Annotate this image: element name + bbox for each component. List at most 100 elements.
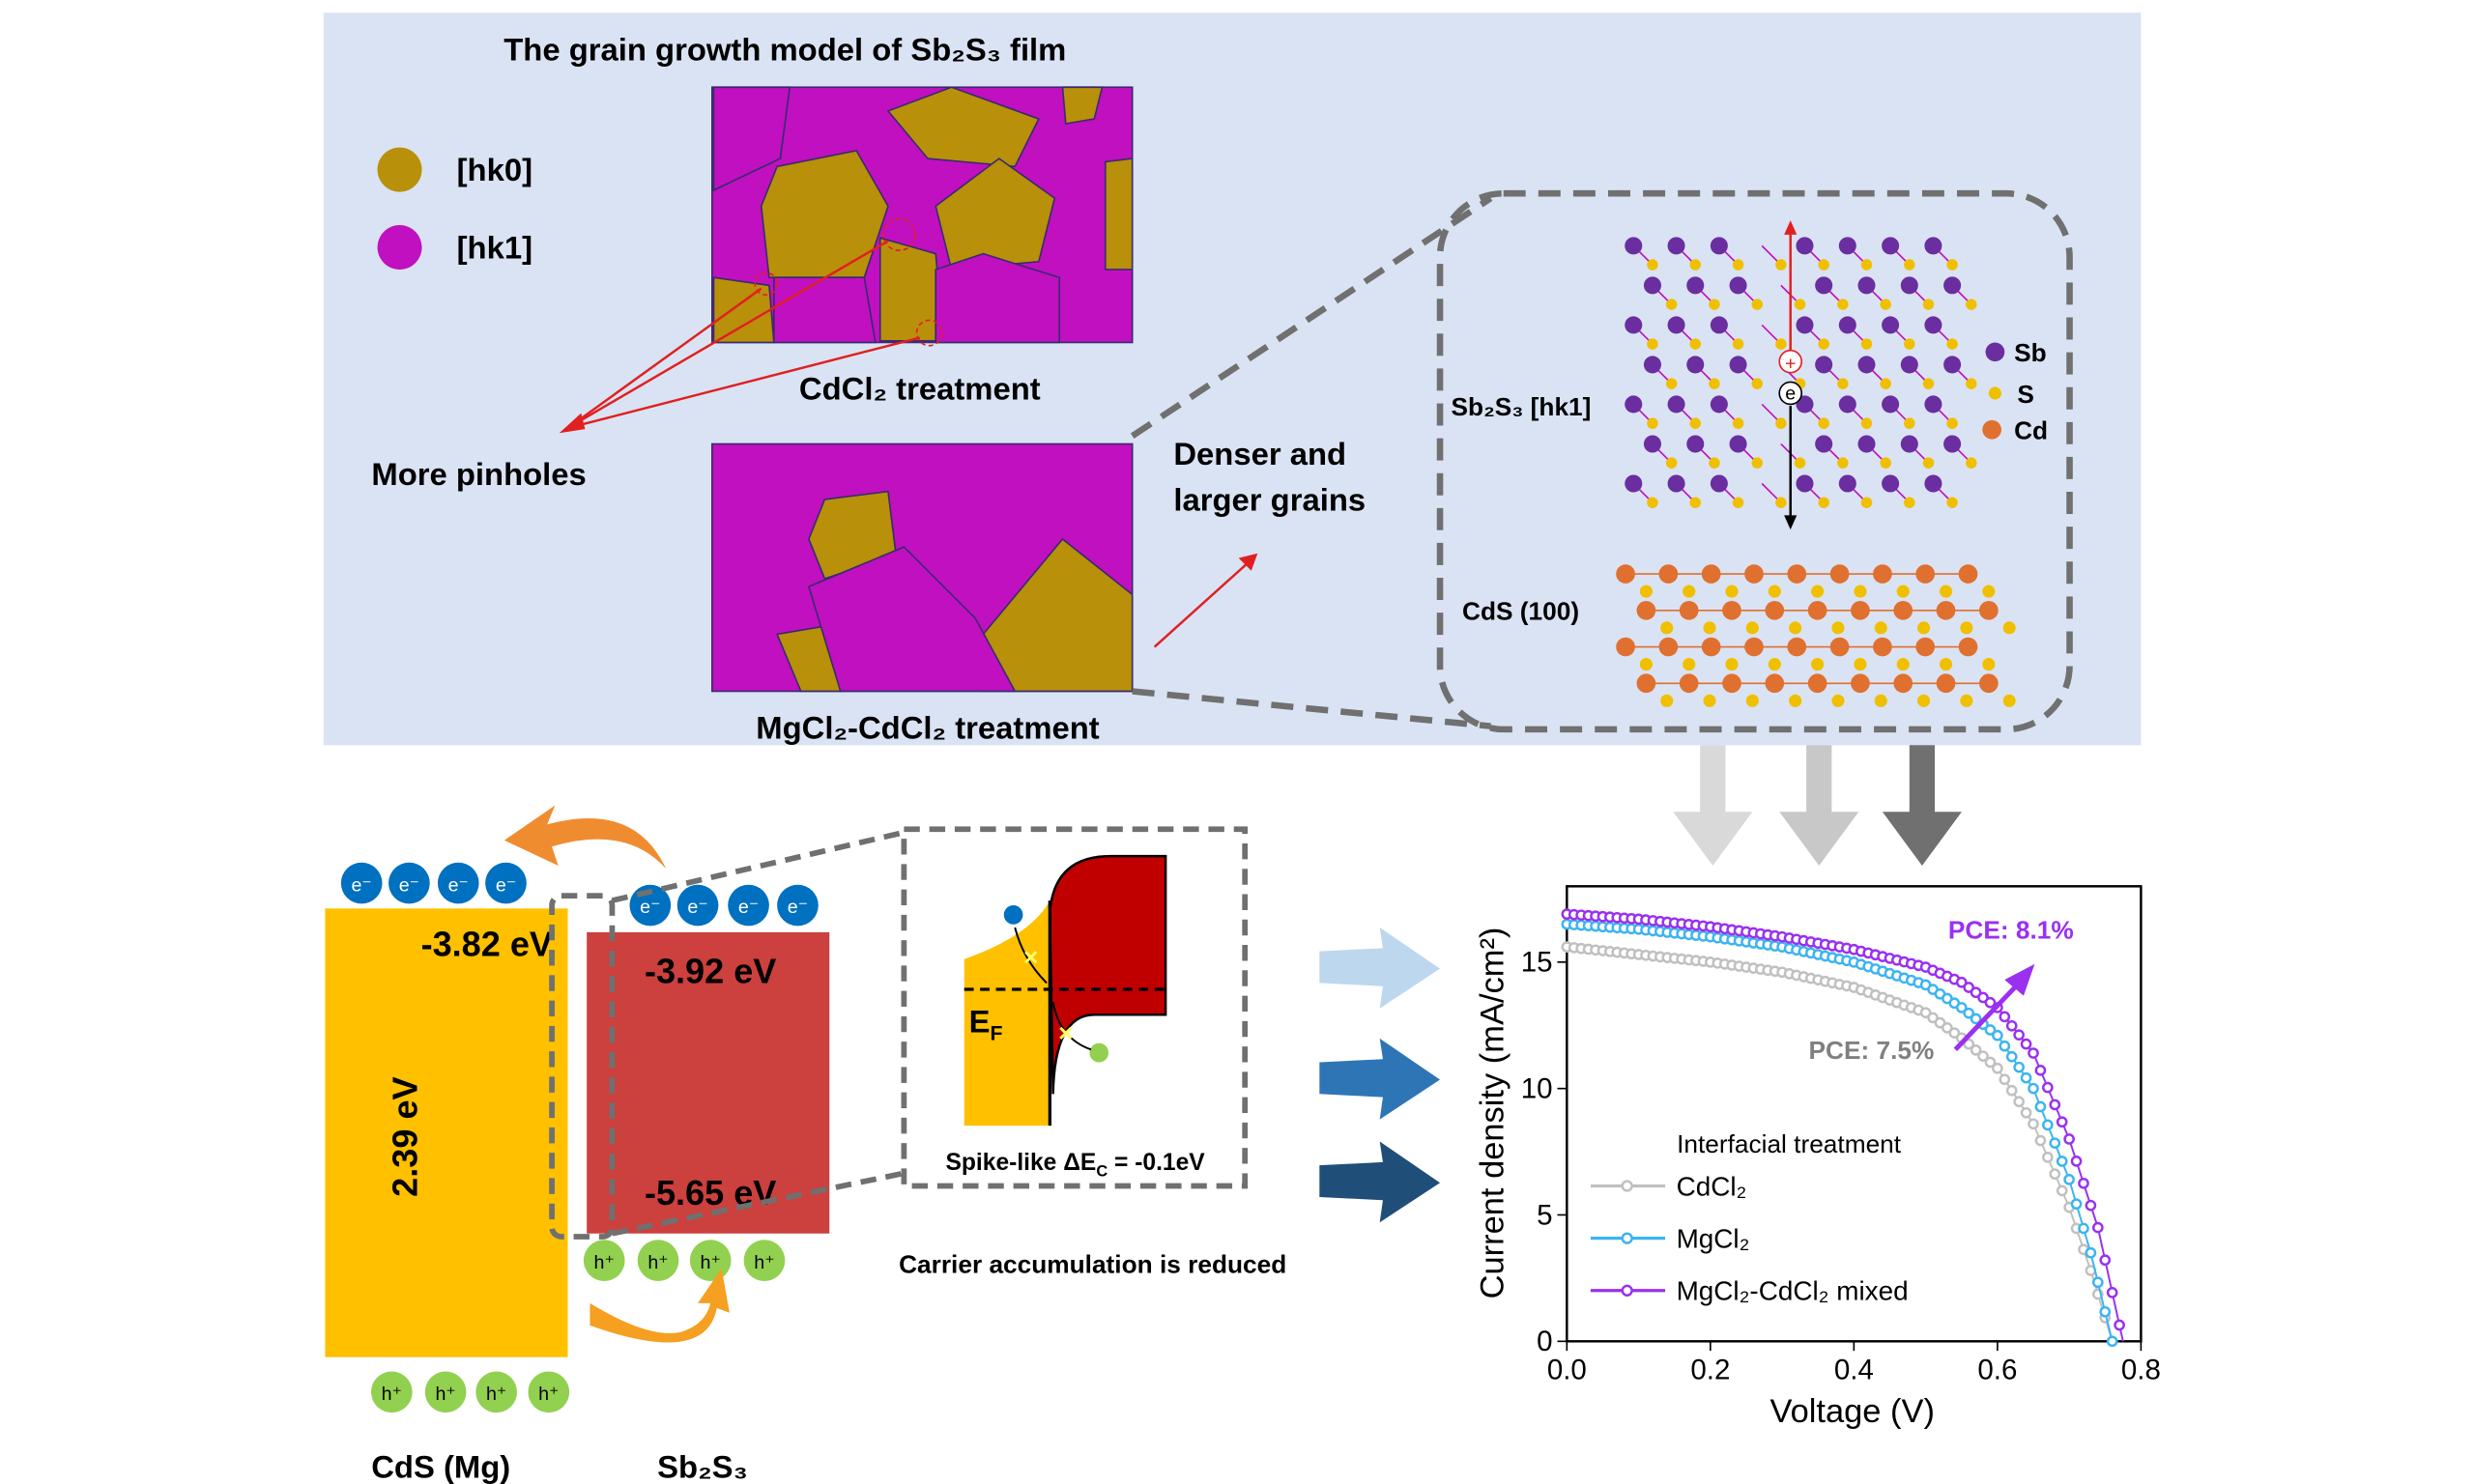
carriers: e⁻e⁻e⁻e⁻e⁻e⁻e⁻e⁻h⁺h⁺h⁺h⁺h⁺h⁺h⁺h⁺ (340, 862, 819, 1413)
s-atom (1904, 497, 1915, 508)
series-2 (1561, 908, 2125, 1342)
x-tick-label: 0.4 (1834, 1355, 1874, 1386)
data-point (2099, 1254, 2112, 1267)
cd-atom (1893, 673, 1913, 694)
s-atom (1922, 378, 1935, 389)
svg-text:e⁻: e⁻ (399, 874, 419, 896)
data-point (1970, 986, 1982, 999)
data-point (1970, 1013, 1982, 1025)
data-point (1948, 1027, 1961, 1039)
data-point (1992, 1062, 2003, 1074)
data-point (1942, 1022, 1953, 1034)
s-atom (1794, 299, 1806, 310)
s-atom (1725, 585, 1739, 598)
data-point (1934, 1016, 1946, 1029)
legend-title: Interfacial treatment (1677, 1129, 1902, 1158)
sb-atom (1815, 356, 1833, 374)
s-atom (1818, 417, 1829, 429)
more-pinholes-label: More pinholes (371, 456, 586, 492)
structure-box (1436, 189, 2073, 733)
data-point (2106, 1335, 2118, 1348)
svg-text:e⁻: e⁻ (496, 874, 516, 896)
data-point (2056, 1184, 2068, 1197)
s-atom (1732, 417, 1744, 429)
s-atom (1703, 621, 1716, 635)
s-atom (1732, 259, 1744, 271)
s-atom (1939, 585, 1953, 598)
electron-icon (437, 862, 479, 904)
sb-atom (1882, 237, 1900, 255)
sb-atom (1900, 435, 1918, 453)
x-tick-label: 0.0 (1547, 1355, 1587, 1386)
hole-icon (743, 1240, 786, 1281)
sb-atom (1815, 435, 1833, 453)
pce-cdcl2-annotation: PCE: 7.5% (1808, 1036, 1934, 1065)
carrier-accumulation-text: Carrier accumulation is reduced (899, 1250, 1286, 1279)
x-axis-label: Voltage (V) (1769, 1393, 1934, 1430)
data-point (2028, 1118, 2039, 1130)
denser-arrow (1153, 553, 1258, 648)
svg-text:Sb: Sb (2014, 338, 2047, 367)
s-atom (1647, 497, 1658, 508)
data-point (1977, 991, 1989, 1004)
hole-flow-arrow (590, 1268, 730, 1343)
electron-icon (728, 884, 769, 927)
data-point (2049, 1168, 2061, 1180)
data-point (2092, 1221, 2104, 1234)
data-point (2028, 1047, 2039, 1059)
s-atom (1689, 259, 1701, 271)
y-tick-label: 15 (1521, 947, 1553, 979)
s-atom (1751, 457, 1763, 469)
s-atom (1860, 497, 1873, 508)
s-atom (1874, 621, 1887, 635)
svg-text:h⁺: h⁺ (754, 1252, 774, 1273)
s-atom (1789, 694, 1802, 707)
s-atom (1725, 658, 1739, 671)
data-point (1999, 1040, 2011, 1052)
cd-atom (1787, 637, 1807, 657)
data-point (2013, 1096, 2025, 1108)
data-point (2013, 1029, 2025, 1042)
legend-marker (1621, 1180, 1633, 1192)
s-atom (1775, 338, 1787, 350)
cd-atom (1744, 564, 1764, 584)
sb-atom (1667, 316, 1685, 334)
cd-atom (1807, 600, 1827, 620)
data-point (2092, 1276, 2104, 1289)
data-point (2013, 1061, 2025, 1073)
data-point (2070, 1198, 2083, 1210)
cd-atom (1765, 673, 1785, 694)
atom-legend: Sb S Cd (1982, 338, 2048, 445)
svg-text:Cd: Cd (2014, 416, 2048, 445)
spike-caption: Spike-like ΔEC = -0.1eV (945, 1150, 1205, 1181)
cd-atom (1701, 637, 1721, 657)
sb-atom-icon (1985, 342, 2005, 362)
data-point (2020, 1106, 2032, 1119)
x-tick-label: 0.2 (1690, 1355, 1730, 1386)
cd-atom (1679, 673, 1699, 694)
sb-atom (1667, 474, 1685, 493)
electron-flow-arrow (503, 805, 667, 870)
s-atom (1860, 338, 1873, 350)
s-atom (1768, 658, 1781, 671)
denser-label-line1: Denser and (1173, 436, 1346, 471)
s-atom (1966, 457, 1977, 469)
data-point (2042, 1081, 2054, 1094)
s-atom (1922, 299, 1935, 310)
svg-text:h⁺: h⁺ (486, 1384, 506, 1405)
svg-text:h⁺: h⁺ (701, 1252, 721, 1273)
denser-label-line2: larger grains (1173, 481, 1366, 517)
sb-atom (1625, 474, 1643, 493)
sb-atom (1815, 276, 1833, 295)
cd-atom-icon (1982, 419, 2001, 440)
data-point (2070, 1156, 2083, 1167)
svg-text:h⁺: h⁺ (647, 1252, 668, 1273)
y-tick-label: 0 (1537, 1326, 1552, 1357)
electron-icon (1778, 381, 1803, 406)
sb-atom (1710, 474, 1728, 493)
s-atom (1689, 497, 1701, 508)
carrier-direction-arrows: + e (1778, 220, 1803, 530)
s-atom (1647, 259, 1658, 271)
